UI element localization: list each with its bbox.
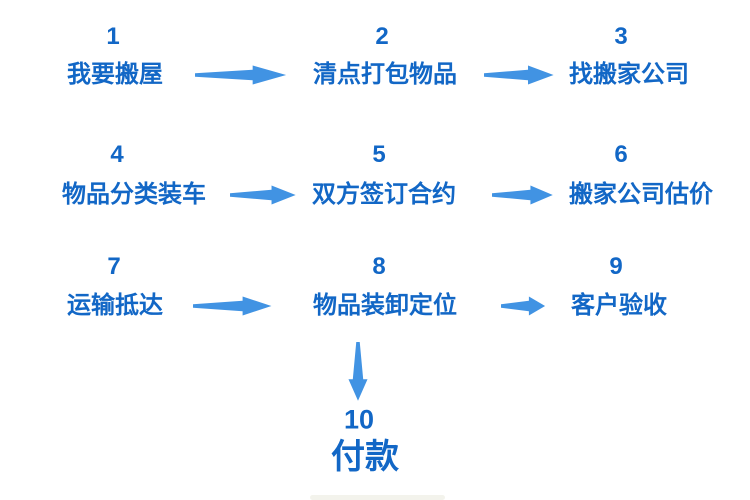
step-6-label: 搬家公司估价: [569, 181, 713, 208]
step-4-number: 4: [110, 141, 124, 168]
arrow-right-icon: [195, 65, 287, 85]
step-2-label: 清点打包物品: [313, 61, 457, 88]
step-6-number: 6: [614, 141, 628, 168]
step-10-number: 10: [343, 404, 375, 435]
step-8-number: 8: [372, 253, 386, 280]
step-8-label: 物品装卸定位: [313, 292, 457, 319]
step-9-label: 客户验收: [571, 292, 667, 319]
step-7-label: 运输抵达: [67, 292, 163, 319]
step-1-number: 1: [106, 23, 120, 50]
step-2-number: 2: [375, 23, 389, 50]
arrow-right-icon: [501, 296, 546, 316]
step-7-number: 7: [107, 253, 121, 280]
arrow-right-icon: [230, 185, 296, 205]
step-4-label: 物品分类装车: [62, 181, 206, 208]
step-1-label: 我要搬屋: [67, 61, 163, 88]
step-3-number: 3: [614, 23, 628, 50]
cutoff-artifact: [310, 495, 445, 500]
step-3-label: 找搬家公司: [569, 61, 689, 88]
arrow-right-icon: [484, 65, 554, 85]
arrow-down-icon: [348, 342, 368, 401]
step-5-number: 5: [372, 141, 386, 168]
arrow-right-icon: [492, 185, 553, 205]
step-10-label: 付款: [331, 438, 399, 476]
step-9-number: 9: [609, 253, 623, 280]
step-5-label: 双方签订合约: [312, 181, 456, 208]
arrow-right-icon: [193, 296, 272, 316]
